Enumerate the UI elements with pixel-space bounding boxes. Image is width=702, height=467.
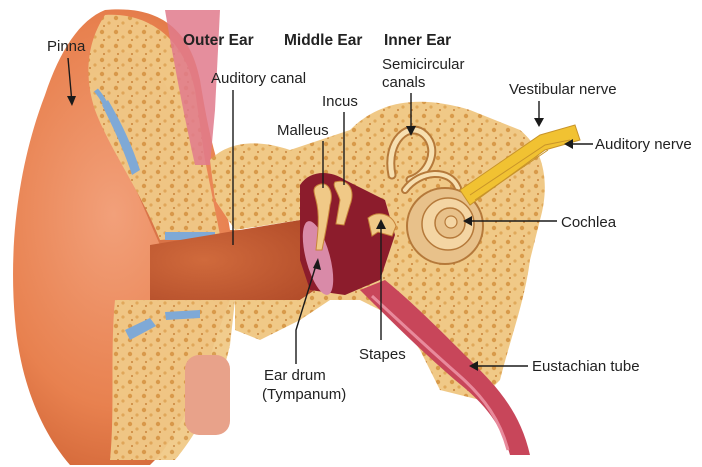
heading-middle-ear: Middle Ear [284, 32, 362, 49]
leader-ear-drum [295, 261, 318, 364]
label-semicircular-line1: Semicircular [382, 56, 465, 73]
heading-inner-ear: Inner Ear [384, 32, 451, 49]
label-pinna: Pinna [47, 38, 86, 55]
label-stapes: Stapes [359, 346, 406, 363]
label-malleus: Malleus [277, 122, 329, 139]
nerve-bundle [459, 124, 581, 206]
leader-pinna [67, 57, 73, 104]
arrow-stapes [376, 219, 386, 229]
cartilage-lower [110, 300, 235, 460]
canal-wall-pink [165, 10, 220, 165]
cochlea-shape [406, 187, 484, 265]
arrow-semicircular [406, 126, 416, 136]
label-auditory-nerve: Auditory nerve [595, 136, 692, 153]
label-incus: Incus [322, 93, 358, 110]
label-vestibular-nerve: Vestibular nerve [509, 81, 617, 98]
label-ear-drum-line1: Ear drum [264, 367, 326, 384]
arrow-eustachian [469, 361, 478, 371]
leader-lines [67, 57, 593, 371]
eustachian-tube-lining [370, 294, 510, 451]
arrow-vestibular [534, 118, 544, 127]
auditory-canal-shape [150, 220, 330, 300]
label-auditory-canal: Auditory canal [211, 70, 306, 87]
arrow-ear-drum [313, 258, 321, 270]
label-cochlea: Cochlea [561, 214, 617, 231]
semicircular-canals-shape [386, 125, 462, 194]
arrow-auditory-nerve [564, 139, 573, 149]
label-semicircular-line2: canals [382, 74, 425, 91]
label-eustachian-tube: Eustachian tube [532, 358, 640, 375]
label-ear-drum-line2: (Tympanum) [262, 386, 346, 403]
arrow-cochlea [463, 216, 472, 226]
arrow-pinna [67, 96, 76, 106]
heading-outer-ear: Outer Ear [183, 32, 254, 49]
